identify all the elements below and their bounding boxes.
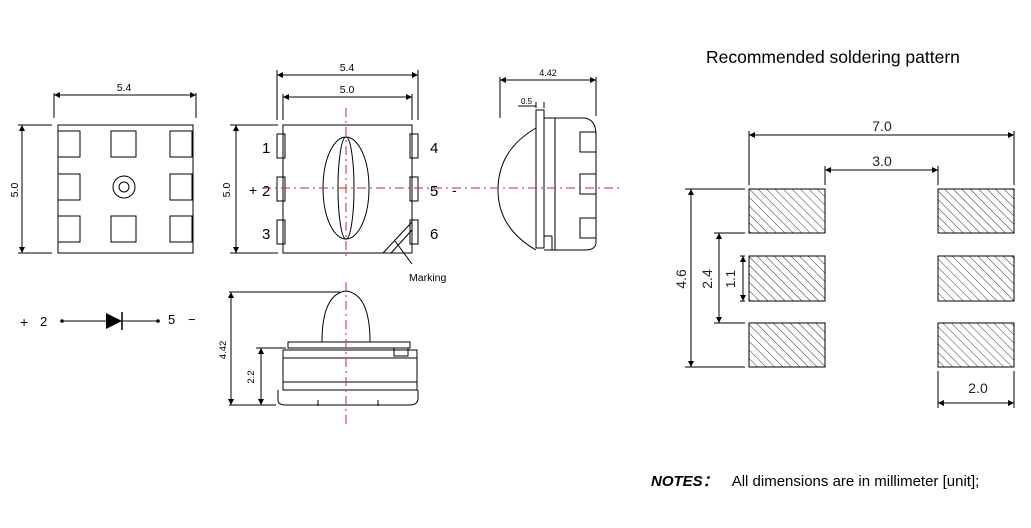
solder-pad — [748, 188, 826, 234]
pin-4-label: 4 — [430, 140, 438, 157]
notes-text: All dimensions are in millimeter [unit]; — [731, 473, 980, 490]
circuit-cathode-label: 5 — [168, 312, 175, 327]
diode-symbol: + 2 5 − — [20, 312, 196, 330]
dim-overall-width-label: 7.0 — [872, 118, 892, 134]
solder-pad — [937, 322, 1015, 368]
top-view-height-label: 5.0 — [9, 183, 21, 198]
soldering-pattern — [748, 188, 1015, 368]
dim-overall-height-label: 4.6 — [673, 269, 689, 289]
top-view-width-label: 5.4 — [117, 82, 132, 94]
front-height-label: 5.0 — [221, 183, 233, 198]
circuit-minus-label: − — [188, 312, 196, 327]
solder-pad — [937, 255, 1015, 302]
pin-1-label: 1 — [262, 140, 270, 157]
solder-pad — [748, 255, 826, 302]
pin-3-label: 3 — [262, 226, 270, 243]
pin-5-label: 5 — [430, 183, 438, 200]
bottom-view — [228, 290, 419, 406]
dim-pad-height-label: 1.1 — [723, 270, 738, 288]
notes: NOTES： All dimensions are in millimeter [… — [651, 470, 979, 491]
centerlines — [262, 108, 620, 425]
side-view — [497, 77, 597, 251]
pin-6-label: 6 — [430, 226, 438, 243]
soldering-dimensions — [685, 131, 1015, 408]
top-view — [18, 92, 197, 254]
soldering-pattern-title: Recommended soldering pattern — [706, 47, 960, 67]
circuit-plus-label: + — [20, 314, 28, 330]
dim-pad-width-label: 2.0 — [968, 380, 988, 396]
side-width-label: 4.42 — [539, 68, 557, 78]
dim-inner-gap-label: 3.0 — [872, 153, 892, 169]
side-offset-label: 0.5 — [521, 97, 533, 106]
front-inner-width-label: 5.0 — [340, 84, 355, 96]
pin-2-label: 2 — [262, 183, 270, 200]
bottom-body-height-label: 2.2 — [246, 370, 257, 383]
front-outer-width-label: 5.4 — [340, 62, 355, 74]
front-plus-label: + — [249, 182, 257, 198]
dim-pitch-label: 2.4 — [699, 269, 715, 289]
solder-pad — [748, 322, 826, 368]
front-minus-label: - — [452, 182, 457, 198]
bottom-height-label: 4.42 — [218, 341, 229, 360]
front-view — [230, 70, 419, 265]
circuit-anode-label: 2 — [40, 314, 47, 329]
solder-pad — [937, 188, 1015, 234]
marking-label: Marking — [409, 272, 447, 284]
notes-label: NOTES： — [651, 473, 718, 490]
